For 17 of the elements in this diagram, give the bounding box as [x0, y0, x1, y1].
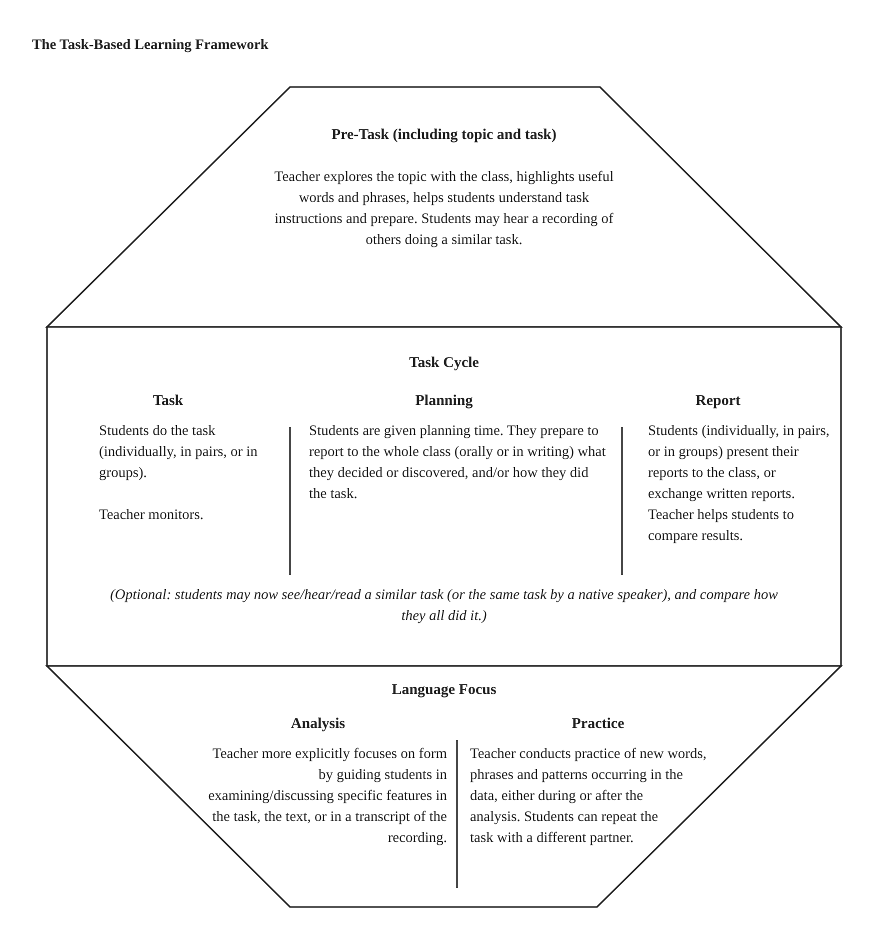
- section-heading: Planning: [414, 392, 474, 411]
- body-text: Teacher conducts practice of new words, phrases and patterns occurring in the data, either during or after the analysis. Students can repeat the task with a different partner.: [470, 745, 708, 848]
- section-heading: Practice: [570, 715, 626, 734]
- section-heading: Pre-Task (including topic and task): [330, 126, 558, 145]
- body-text: Students (individually, in pairs, or in groups) present their reports to the class, or exchange written reports. Teacher helps students to compare results.: [648, 422, 831, 546]
- section-heading: Task Cycle: [408, 354, 480, 373]
- section-heading: Task: [152, 392, 184, 411]
- note-text: (Optional: students may now see/hear/read a similar task (or the same task by a native speaker), and compare how they all did it.): [109, 586, 779, 626]
- body-text: Teacher more explicitly focuses on form by guiding students in examining/discussing specific features in the task, the text, or in a transcript of the recording.: [207, 745, 447, 848]
- body-text: Teacher explores the topic with the class, highlights useful words and phrases, helps students understand task instructions and prepare. Students may hear a recording of others doing a similar task.: [273, 168, 615, 250]
- section-heading: Language Focus: [390, 681, 498, 700]
- diagram-title: The Task-Based Learning Framework: [32, 37, 268, 54]
- body-text: Teacher monitors.: [99, 506, 204, 525]
- section-heading: Analysis: [290, 715, 346, 734]
- body-text: Students do the task (individually, in pairs, or in groups).: [99, 422, 259, 483]
- body-text: Students are given planning time. They prepare to report to the whole class (orally or in writing) what they decided or discovered, and/or how they did the task.: [309, 422, 607, 504]
- section-heading: Report: [694, 392, 742, 411]
